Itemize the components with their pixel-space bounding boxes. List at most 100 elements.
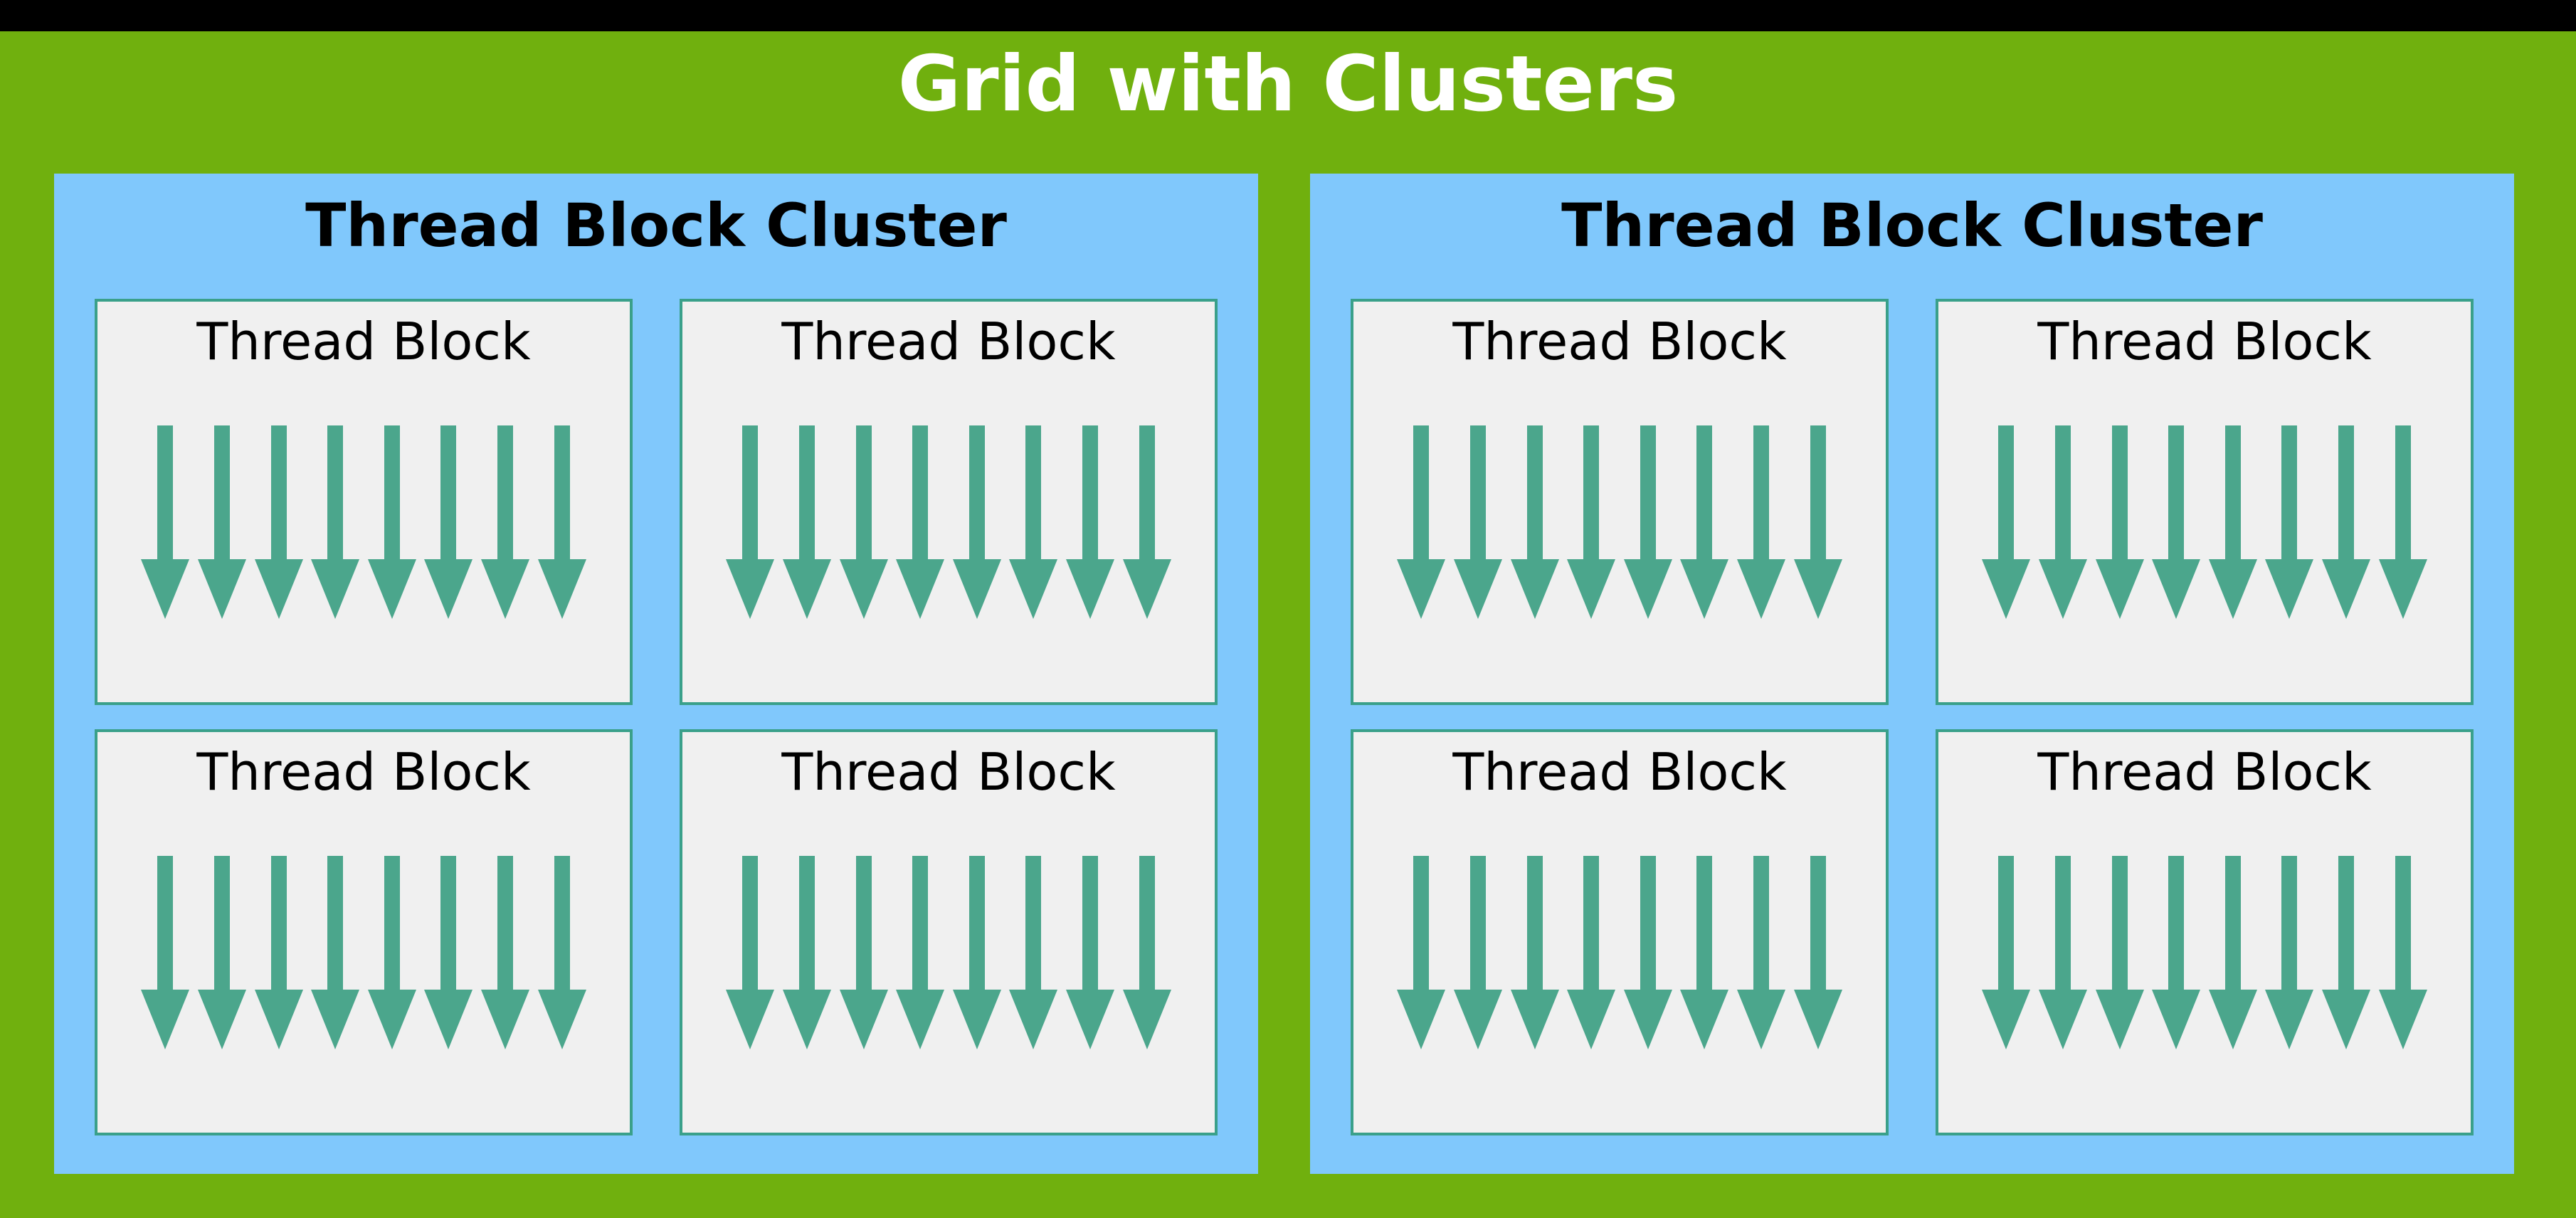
blocks-grid: Thread Block Thread Block Thread Block T…	[1351, 299, 2474, 1135]
thread-arrow-icon	[311, 856, 360, 1049]
thread-block-label: Thread Block	[1452, 742, 1787, 802]
thread-arrow-head	[2095, 990, 2144, 1049]
thread-arrow-icon	[424, 425, 473, 619]
thread-arrows	[97, 856, 630, 1049]
thread-arrow-head	[839, 559, 888, 619]
thread-arrow-head	[726, 990, 775, 1049]
thread-arrow-icon	[1982, 856, 2031, 1049]
thread-arrow-head	[2378, 559, 2427, 619]
thread-arrow-head	[2152, 990, 2201, 1049]
thread-block[interactable]: Thread Block	[1936, 729, 2474, 1135]
thread-arrows	[1938, 856, 2471, 1049]
thread-arrow-shaft	[1583, 856, 1600, 995]
thread-block[interactable]: Thread Block	[1351, 299, 1889, 705]
thread-block-cluster-1[interactable]: Thread Block Cluster Thread Block Thread…	[1310, 174, 2514, 1174]
thread-arrow-head	[1982, 559, 2031, 619]
thread-arrow-shaft	[384, 856, 400, 995]
thread-arrow-shaft	[912, 856, 929, 995]
thread-arrow-icon	[2265, 425, 2314, 619]
thread-arrow-head	[1680, 559, 1729, 619]
thread-arrow-head	[141, 990, 190, 1049]
thread-arrows	[1938, 425, 2471, 619]
thread-arrow-head	[2095, 559, 2144, 619]
thread-arrow-icon	[1510, 856, 1559, 1049]
thread-arrow-head	[197, 559, 246, 619]
thread-arrow-icon	[1510, 425, 1559, 619]
thread-arrow-shaft	[2168, 425, 2185, 565]
thread-arrow-icon	[1453, 856, 1502, 1049]
thread-arrow-shaft	[2168, 856, 2185, 995]
thread-arrow-head	[1737, 990, 1786, 1049]
thread-arrow-head	[1793, 559, 1842, 619]
thread-arrow-icon	[1567, 856, 1616, 1049]
thread-arrow-shaft	[1139, 425, 1155, 565]
thread-arrow-icon	[197, 856, 246, 1049]
thread-arrow-head	[1453, 559, 1502, 619]
thread-block[interactable]: Thread Block	[680, 299, 1218, 705]
thread-block-label: Thread Block	[781, 312, 1116, 371]
thread-arrow-head	[1623, 559, 1672, 619]
thread-arrow-shaft	[1640, 425, 1656, 565]
thread-arrow-shaft	[157, 856, 174, 995]
thread-arrow-shaft	[2111, 425, 2128, 565]
thread-arrow-shaft	[440, 425, 457, 565]
thread-arrow-icon	[1737, 425, 1786, 619]
thread-arrow-icon	[726, 425, 775, 619]
thread-block[interactable]: Thread Block	[95, 299, 633, 705]
thread-arrow-icon	[1680, 425, 1729, 619]
thread-arrow-head	[2322, 559, 2371, 619]
thread-arrow-icon	[1122, 425, 1171, 619]
thread-arrow-icon	[367, 425, 416, 619]
thread-arrow-shaft	[1025, 425, 1042, 565]
thread-arrow-shaft	[912, 425, 929, 565]
thread-arrow-icon	[1122, 856, 1171, 1049]
thread-arrow-head	[1737, 559, 1786, 619]
thread-block-cluster-0[interactable]: Thread Block Cluster Thread Block Thread…	[54, 174, 1258, 1174]
thread-arrow-head	[197, 990, 246, 1049]
thread-arrow-icon	[1680, 856, 1729, 1049]
thread-arrow-icon	[1982, 425, 2031, 619]
thread-arrow-shaft	[798, 425, 815, 565]
thread-arrow-head	[1567, 559, 1616, 619]
thread-arrow-icon	[2208, 856, 2257, 1049]
thread-arrow-icon	[1623, 425, 1672, 619]
thread-arrow-head	[1066, 559, 1115, 619]
thread-arrow-icon	[2208, 425, 2257, 619]
thread-arrow-shaft	[1082, 856, 1099, 995]
thread-arrow-icon	[254, 856, 303, 1049]
thread-arrows	[97, 425, 630, 619]
thread-arrow-icon	[2378, 425, 2427, 619]
thread-arrow-icon	[726, 856, 775, 1049]
thread-arrow-shaft	[2054, 856, 2071, 995]
thread-arrow-icon	[1567, 425, 1616, 619]
thread-arrow-shaft	[327, 856, 344, 995]
thread-arrow-head	[1397, 990, 1446, 1049]
thread-arrow-head	[367, 990, 416, 1049]
thread-block[interactable]: Thread Block	[1351, 729, 1889, 1135]
thread-arrows	[1353, 856, 1886, 1049]
thread-arrow-icon	[896, 856, 945, 1049]
thread-block[interactable]: Thread Block	[1936, 299, 2474, 705]
thread-arrow-shaft	[440, 856, 457, 995]
thread-arrow-head	[1510, 990, 1559, 1049]
thread-arrow-head	[1982, 990, 2031, 1049]
thread-block[interactable]: Thread Block	[95, 729, 633, 1135]
thread-arrow-icon	[1453, 425, 1502, 619]
thread-arrow-shaft	[798, 856, 815, 995]
thread-arrow-shaft	[2224, 856, 2241, 995]
thread-arrow-shaft	[2054, 425, 2071, 565]
thread-arrow-icon	[1066, 425, 1115, 619]
thread-arrow-shaft	[497, 856, 514, 995]
thread-arrow-icon	[839, 425, 888, 619]
thread-arrow-shaft	[1583, 425, 1600, 565]
thread-arrow-head	[537, 990, 586, 1049]
thread-block[interactable]: Thread Block	[680, 729, 1218, 1135]
thread-arrow-icon	[311, 425, 360, 619]
thread-arrow-shaft	[742, 425, 759, 565]
thread-arrow-icon	[2322, 425, 2371, 619]
thread-arrow-head	[1009, 559, 1058, 619]
thread-arrow-icon	[424, 856, 473, 1049]
thread-arrow-icon	[952, 425, 1001, 619]
thread-arrow-head	[726, 559, 775, 619]
thread-block-label: Thread Block	[1452, 312, 1787, 371]
